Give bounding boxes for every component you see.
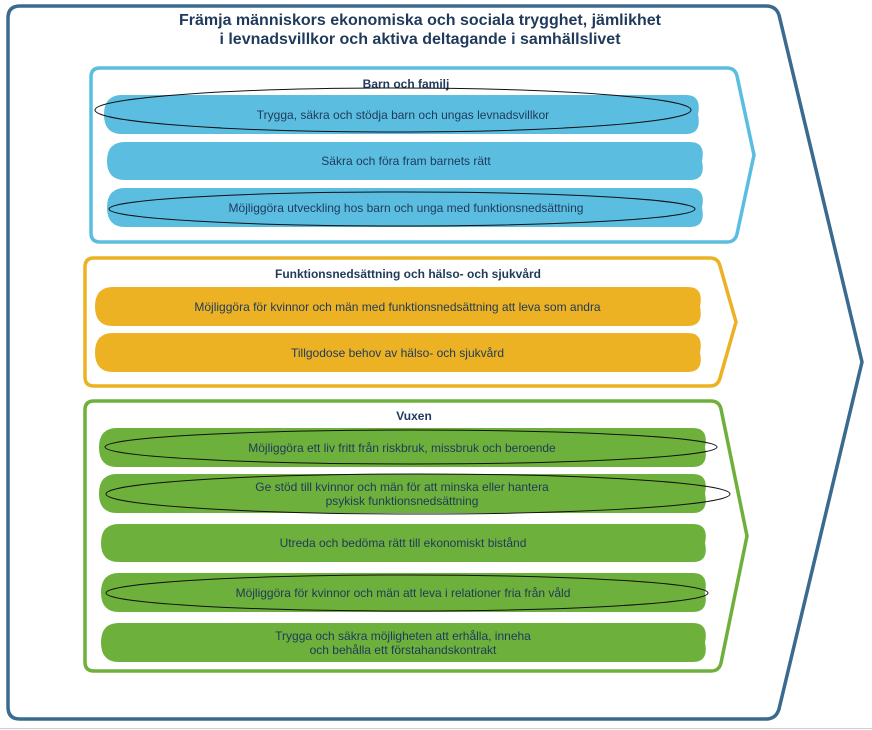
item-vuxen-4: Möjliggöra för kvinnor och män att leva … <box>101 573 705 612</box>
item-barn-3-line-1: Möjliggöra utveckling hos barn och unga … <box>228 200 584 215</box>
item-vuxen-2-line-1: Ge stöd till kvinnor och män för att min… <box>255 479 549 494</box>
pill-shape-funk-1 <box>95 287 701 326</box>
pill-shape-barn-1 <box>104 95 699 134</box>
pill-shape-barn-3 <box>107 188 703 227</box>
item-barn-1: Trygga, säkra och stödja barn och ungas … <box>104 95 702 134</box>
item-barn-2: Säkra och föra fram barnets rätt <box>107 142 705 180</box>
highlight-oval-barn-3 <box>108 191 696 227</box>
item-barn-1-line-1: Trygga, säkra och stödja barn och ungas … <box>256 107 550 122</box>
item-vuxen-3-line-1: Utreda och bedöma rätt till ekonomiskt b… <box>279 536 527 550</box>
item-funk-2-line-1: Tillgodose behov av hälso- och sjukvård <box>290 345 504 360</box>
highlight-oval-vuxen-4 <box>105 574 709 612</box>
pill-shape-vuxen-5 <box>101 623 706 662</box>
highlight-oval-vuxen-2 <box>105 473 731 515</box>
section-title-barn: Barn och familj <box>362 77 450 91</box>
bottom-divider <box>0 728 872 729</box>
section-title-funk: Funktionsnedsättning och hälso- och sjuk… <box>274 267 542 281</box>
pill-shape-funk-2 <box>95 333 701 372</box>
item-vuxen-2: Ge stöd till kvinnor och män för att min… <box>99 474 705 513</box>
pill-shape-barn-2 <box>107 142 703 180</box>
highlight-oval-barn-1 <box>94 87 692 133</box>
item-vuxen-5-line-1: Trygga och säkra möjligheten att erhålla… <box>275 628 531 643</box>
item-funk-1: Möjliggöra för kvinnor och män med funkt… <box>95 287 700 326</box>
item-vuxen-2-line-2: psykisk funktionsnedsättning <box>325 493 479 508</box>
item-vuxen-5: Trygga och säkra möjligheten att erhålla… <box>101 623 705 662</box>
section-title-vuxen: Vuxen <box>396 409 432 423</box>
item-vuxen-3: Utreda och bedöma rätt till ekonomiskt b… <box>101 524 705 562</box>
item-barn-2-line-1: Säkra och föra fram barnets rätt <box>321 154 491 168</box>
item-vuxen-4-line-1: Möjliggöra för kvinnor och män att leva … <box>235 585 571 600</box>
pill-shape-vuxen-2 <box>99 474 706 513</box>
item-funk-1-line-1: Möjliggöra för kvinnor och män med funkt… <box>194 299 601 314</box>
page-title: Främja människors ekonomiska och sociala… <box>120 11 720 49</box>
item-funk-2: Tillgodose behov av hälso- och sjukvård <box>95 333 700 372</box>
highlight-oval-vuxen-1 <box>104 429 718 465</box>
pill-shape-vuxen-1 <box>99 428 706 467</box>
pill-shape-vuxen-4 <box>101 573 706 612</box>
item-barn-3: Möjliggöra utveckling hos barn och unga … <box>107 188 705 227</box>
pill-shape-vuxen-3 <box>101 524 706 562</box>
title-line-1: Främja människors ekonomiska och sociala… <box>179 12 661 29</box>
item-vuxen-1: Möjliggöra ett liv fritt från riskbruk, … <box>99 428 705 467</box>
item-vuxen-1-line-1: Möjliggöra ett liv fritt från riskbruk, … <box>248 440 556 455</box>
title-line-2: i levnadsvillkor och aktiva deltagande i… <box>219 31 621 48</box>
item-vuxen-5-line-2: och behålla ett förstahandskontrakt <box>309 642 497 657</box>
